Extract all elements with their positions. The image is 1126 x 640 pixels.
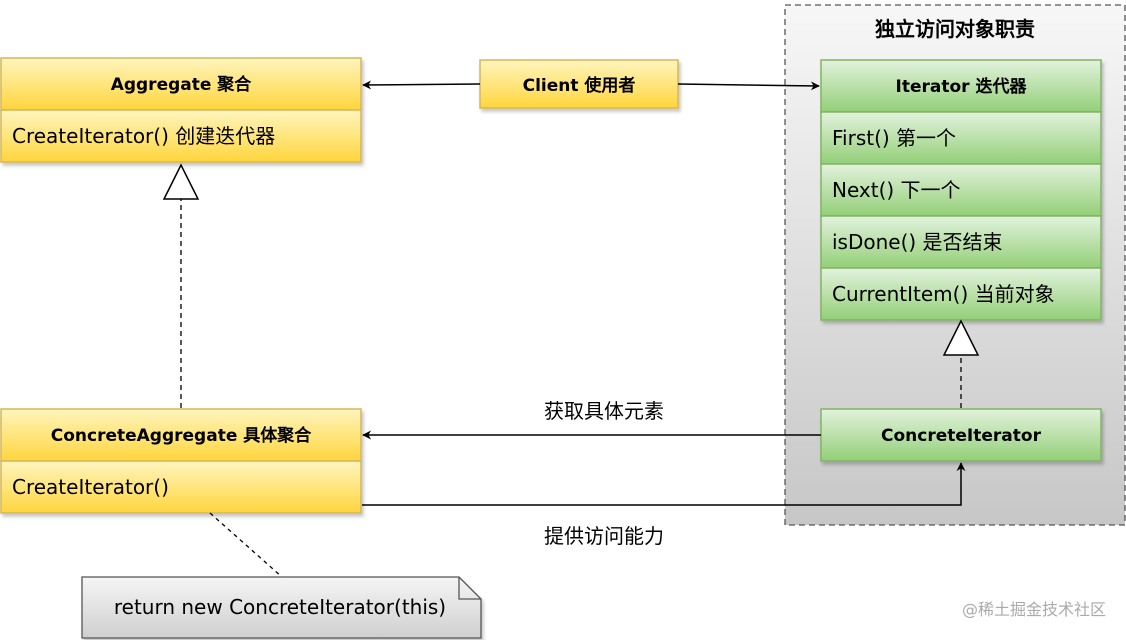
concrete-aggregate-class[interactable] [0,408,362,514]
iterator-method-first: First() 第一个 [832,126,956,150]
iterator-method-next: Next() 下一个 [832,178,961,202]
concrete-aggregate-title: ConcreteAggregate 具体聚合 [51,425,313,446]
client-to-aggregate-arrow [362,80,481,90]
aggregate-title: Aggregate 聚合 [111,74,253,95]
iterator-title: Iterator 迭代器 [896,76,1028,97]
note-text: return new ConcreteIterator(this) [114,595,446,619]
iterator-class[interactable] [820,59,1102,321]
provide-access-arrow [362,462,966,506]
concrete-aggregate-method-create-iterator: CreateIterator() [12,475,169,499]
client-title: Client 使用者 [523,75,636,96]
note-connector [209,512,283,578]
group-title: 独立访问对象职责 [875,17,1035,41]
aggregate-class[interactable] [0,57,362,163]
watermark-text: @稀土掘金技术社区 [962,600,1106,619]
iterator-realization-triangle [942,319,980,356]
concrete-iterator-class[interactable] [820,408,1102,462]
client-class[interactable] [479,59,679,109]
iterator-method-currentitem: CurrentItem() 当前对象 [832,282,1055,306]
client-to-iterator-arrow [677,81,820,91]
provide-access-label: 提供访问能力 [544,524,664,548]
get-elements-label: 获取具体元素 [544,399,664,423]
iterator-method-isdone: isDone() 是否结束 [832,230,1003,254]
concrete-iterator-title: ConcreteIterator [881,426,1042,446]
aggregate-method-create-iterator: CreateIterator() 创建迭代器 [12,124,275,148]
code-note[interactable] [81,576,482,639]
aggregate-realization-triangle [162,163,200,200]
